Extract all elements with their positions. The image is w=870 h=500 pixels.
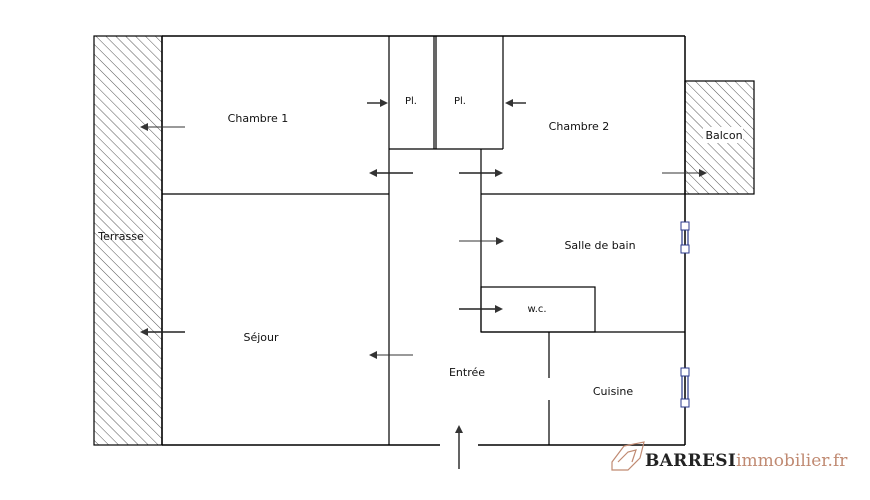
arrow-placard1 (367, 99, 388, 107)
arrows (140, 99, 707, 469)
arrow-sejour-terrasse (140, 328, 185, 336)
terrasse-area (93, 35, 163, 446)
label-salle-de-bain: Salle de bain (564, 239, 635, 252)
label-entree: Entrée (449, 366, 485, 379)
house-monogram-icon (611, 441, 645, 471)
logo-brand: BARRESI (645, 451, 736, 471)
window-salle-de-bain (680, 221, 690, 254)
logo-rest: immobilier.fr (736, 451, 848, 471)
label-placard1: Pl. (405, 96, 417, 107)
label-balcon: Balcon (705, 129, 742, 142)
barresi-logo: BARRESIimmobilier.fr (611, 441, 848, 471)
arrow-to-salle-de-bain (459, 237, 504, 245)
arrow-to-sejour (369, 351, 413, 359)
arrow-to-chambre2 (459, 169, 503, 177)
balcon-label-bg (703, 127, 743, 143)
arrow-to-wc (459, 305, 503, 313)
logo-text: BARRESIimmobilier.fr (645, 451, 848, 471)
label-terrasse: Terrasse (97, 230, 144, 243)
window-cuisine (680, 367, 690, 408)
label-wc: w.c. (527, 304, 546, 315)
arrow-chambre2-balcon (662, 169, 707, 177)
arrow-to-chambre1 (369, 169, 413, 177)
label-sejour: Séjour (243, 331, 279, 344)
label-chambre2: Chambre 2 (549, 120, 610, 133)
outer-walls (161, 35, 686, 446)
arrow-entrance (455, 425, 463, 469)
arrow-chambre1-terrasse (140, 123, 185, 131)
arrow-placard2 (505, 99, 526, 107)
label-placard2: Pl. (454, 96, 466, 107)
label-chambre1: Chambre 1 (228, 112, 289, 125)
label-cuisine: Cuisine (593, 385, 633, 398)
